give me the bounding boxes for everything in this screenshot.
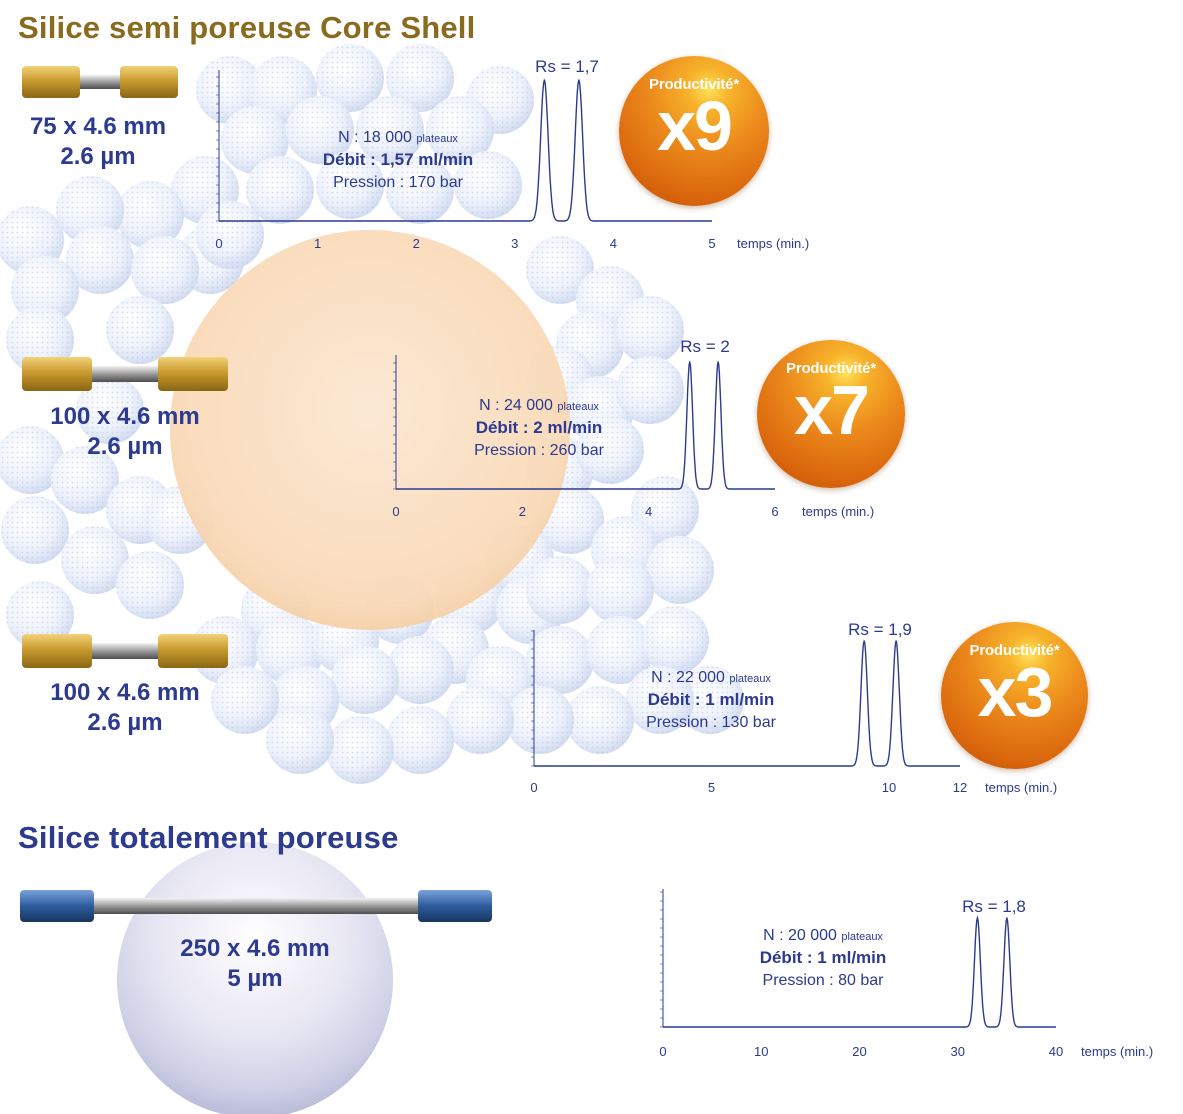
particle-sphere [566, 686, 634, 754]
particle-sphere [526, 626, 594, 694]
particle-sphere [266, 706, 334, 774]
particle-sphere [66, 226, 134, 294]
particle-sphere [576, 416, 644, 484]
particle-sphere [616, 356, 684, 424]
column-label-3: 100 x 4.6 mm 2.6 µm [20, 678, 230, 738]
particle-sphere [196, 201, 264, 269]
productivity-badge-2: Productivité* x7 [757, 340, 905, 488]
particle-sphere [386, 156, 454, 224]
particle-sphere [454, 151, 522, 219]
particle-sphere [386, 636, 454, 704]
particle-sphere [506, 686, 574, 754]
productivity-multiplier: x3 [977, 653, 1054, 731]
particle-sphere [386, 706, 454, 774]
productivity-label: Productivité* [786, 360, 876, 377]
particle-sphere [76, 376, 144, 444]
particle-sphere [326, 716, 394, 784]
column-label-2: 100 x 4.6 mm 2.6 µm [20, 402, 230, 462]
core-shell-particle [170, 230, 570, 630]
column-dimensions: 250 x 4.6 mm [180, 935, 330, 962]
column-illustration-4 [20, 890, 492, 922]
particle-sphere [316, 151, 384, 219]
particle-sphere [616, 296, 684, 364]
particle-sphere [6, 581, 74, 649]
particle-sphere [526, 556, 594, 624]
particle-sphere [11, 256, 79, 324]
column-particle-size: 5 µm [227, 965, 283, 992]
column-illustration-2 [22, 357, 228, 391]
column-dimensions: 75 x 4.6 mm [29, 113, 167, 140]
core-shell-section-title: Silice semi poreuse Core Shell [18, 10, 476, 45]
particle-sphere [446, 686, 514, 754]
particle-sphere [116, 551, 184, 619]
particle-sphere [356, 96, 424, 164]
particle-sphere [1, 496, 69, 564]
column-illustration-3 [22, 634, 228, 668]
column-particle-size: 2.6 µm [87, 433, 163, 460]
particle-sphere [211, 666, 279, 734]
productivity-badge-3: Productivité* x3 [941, 622, 1088, 769]
productivity-multiplier: x7 [794, 371, 870, 449]
column-dimensions: 100 x 4.6 mm [50, 403, 200, 430]
productivity-label: Productivité* [649, 76, 739, 93]
column-dimensions: 100 x 4.6 mm [50, 679, 200, 706]
particle-sphere [131, 236, 199, 304]
particle-sphere [586, 556, 654, 624]
column-particle-size: 2.6 µm [60, 143, 136, 170]
column-particle-size: 2.6 µm [87, 709, 163, 736]
column-illustration-1 [22, 66, 178, 98]
particle-sphere [116, 181, 184, 249]
particle-sphere [51, 446, 119, 514]
productivity-multiplier: x9 [657, 87, 733, 165]
productivity-badge-1: Productivité* x9 [619, 56, 769, 206]
totally-porous-section-title: Silice totalement poreuse [18, 820, 399, 855]
column-label-4: 250 x 4.6 mm 5 µm [150, 934, 360, 994]
productivity-label: Productivité* [969, 642, 1060, 659]
particle-sphere [0, 426, 64, 494]
particle-sphere [626, 666, 694, 734]
particle-sphere [106, 296, 174, 364]
particle-sphere [646, 536, 714, 604]
particle-sphere [641, 606, 709, 674]
particle-sphere [331, 646, 399, 714]
particle-sphere [526, 236, 594, 304]
column-label-1: 75 x 4.6 mm 2.6 µm [0, 112, 196, 172]
particle-sphere [61, 526, 129, 594]
